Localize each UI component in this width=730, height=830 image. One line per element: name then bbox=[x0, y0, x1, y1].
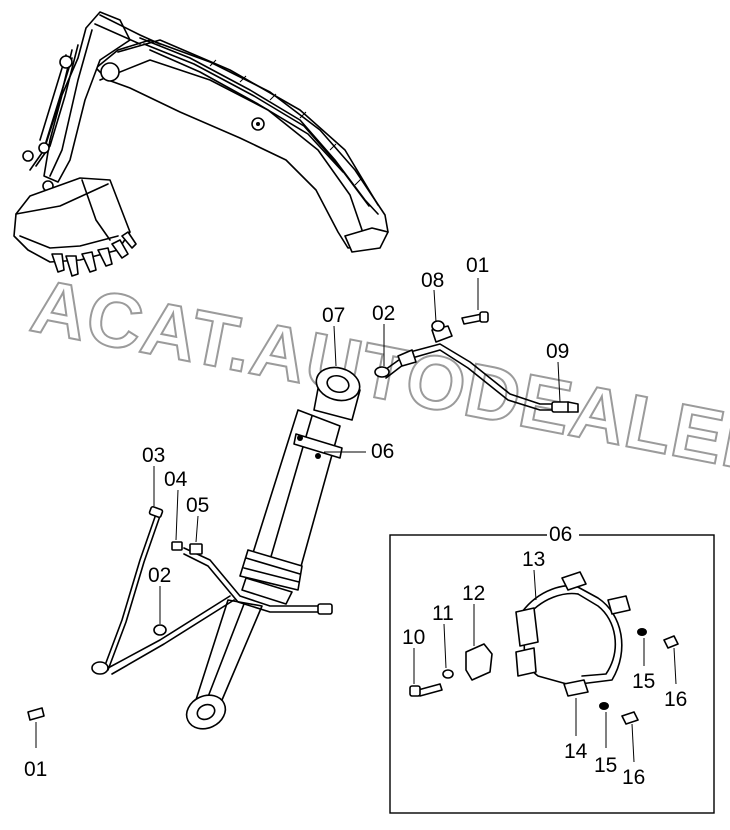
callout-07: 07 bbox=[322, 304, 345, 327]
callout-01-bottom: 01 bbox=[24, 758, 47, 781]
callout-12: 12 bbox=[462, 582, 485, 605]
callout-03: 03 bbox=[142, 444, 165, 467]
lower-hose-assembly bbox=[27, 505, 333, 721]
clamp-detail-box bbox=[389, 522, 715, 814]
callout-16-upper: 16 bbox=[664, 688, 687, 711]
callout-14: 14 bbox=[564, 740, 588, 763]
leader-lines bbox=[35, 278, 561, 748]
callout-05: 05 bbox=[186, 494, 209, 517]
callout-02-top: 02 bbox=[372, 302, 395, 325]
callout-15-lower: 15 bbox=[594, 754, 617, 777]
callout-16-lower: 16 bbox=[622, 766, 645, 789]
upper-hose-assembly bbox=[374, 311, 579, 413]
callout-04: 04 bbox=[164, 468, 188, 491]
callout-11: 11 bbox=[432, 602, 454, 625]
callout-06: 06 bbox=[371, 440, 394, 463]
callout-08: 08 bbox=[421, 269, 444, 292]
callout-02-left: 02 bbox=[148, 564, 171, 587]
detail-box-label: 06 bbox=[549, 523, 572, 546]
callout-01-top: 01 bbox=[466, 254, 489, 277]
callout-15-upper: 15 bbox=[632, 670, 655, 693]
callout-labels: 01 08 07 02 09 06 03 04 05 02 01 06 13 1… bbox=[24, 254, 687, 789]
callout-10: 10 bbox=[402, 626, 425, 649]
callout-13: 13 bbox=[522, 548, 545, 571]
boom-cylinder-assembly bbox=[185, 366, 361, 730]
callout-09: 09 bbox=[546, 340, 569, 363]
excavator-boom-illustration bbox=[13, 11, 389, 277]
